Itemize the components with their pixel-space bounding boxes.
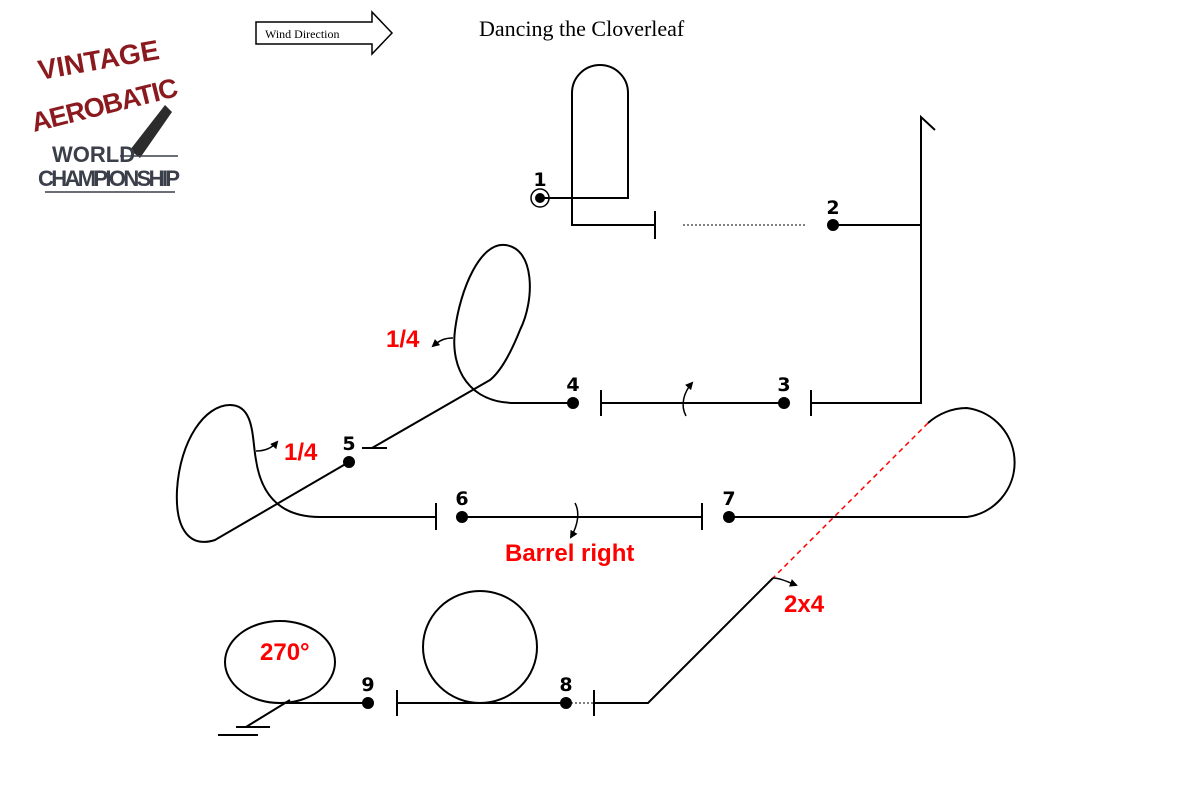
figure-number-1: 1 (533, 169, 546, 191)
degrees-label: 270° (260, 639, 310, 666)
figure-number-4: 4 (566, 374, 579, 396)
page-title: Dancing the Cloverleaf (479, 16, 685, 41)
figure-number-9: 9 (361, 674, 374, 696)
logo-line3: WORLD (52, 142, 135, 167)
quarter-roll-label: 1/4 (284, 439, 318, 466)
figure-number-7: 7 (722, 488, 735, 510)
barrel-roll-label: Barrel right (505, 540, 634, 567)
figure-number-8: 8 (559, 674, 572, 696)
logo-line4: CHAMPIONSHIP (38, 166, 180, 191)
figure-8: 8 (396, 590, 595, 716)
figure-number-6: 6 (455, 488, 468, 510)
wind-direction-arrow: Wind Direction (255, 10, 394, 56)
figure-1: 1 (530, 64, 806, 239)
figure-number-3: 3 (777, 374, 790, 396)
figure-4: 1/4 4 (362, 243, 580, 449)
logo-line1: VINTAGE (36, 34, 162, 86)
roll-arrow-icon (772, 577, 798, 587)
figure-3: 3 (600, 374, 791, 417)
roll-arrow-icon (255, 440, 279, 452)
roll-arrow-icon (431, 337, 454, 348)
quarter-roll-label: 1/4 (386, 326, 420, 353)
roll-arrow-icon (682, 381, 694, 417)
wind-label: Wind Direction (265, 27, 340, 41)
figure-7: 2x4 7 (594, 406, 1016, 704)
roll-arrow-icon (569, 502, 579, 539)
figure-6: Barrel right 6 (455, 488, 703, 567)
figure-5: 1/4 5 (175, 403, 437, 543)
figure-number-5: 5 (342, 433, 355, 455)
figure-2: 2 (810, 114, 936, 416)
airplane-icon (130, 105, 172, 158)
championship-logo: VINTAGE AEROBATIC WORLD CHAMPIONSHIP (28, 34, 181, 193)
figure-number-2: 2 (826, 197, 839, 219)
figure-9: 270° 9 (218, 620, 375, 736)
point-roll-label: 2x4 (784, 591, 825, 618)
